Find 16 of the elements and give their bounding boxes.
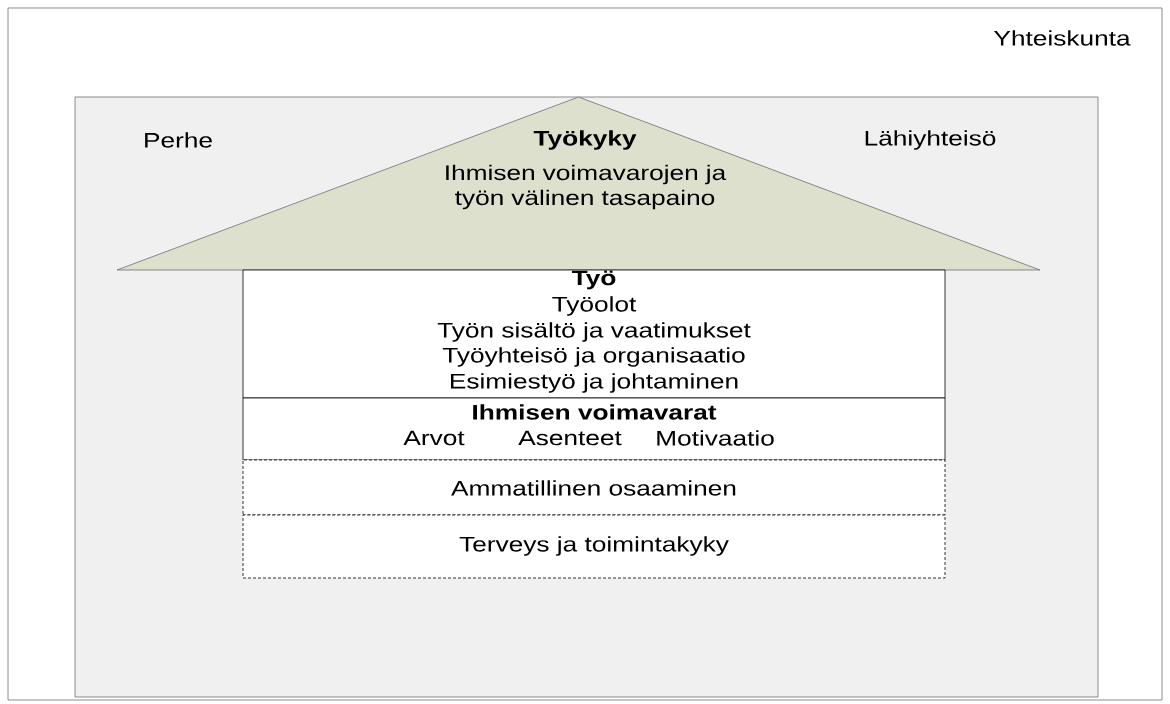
label-text: Arvot [403, 430, 465, 446]
label-text: Perhe [145, 132, 212, 148]
heading: Työkyky [533, 130, 637, 150]
heading: Työ [571, 270, 616, 290]
heading: Ihmisen voimavarat [473, 404, 717, 420]
label-text: Ammatillinen osaaminen [451, 480, 736, 496]
label-text: Työolot [552, 296, 637, 316]
label-text: Esimiestyö ja johtaminen [451, 373, 738, 393]
label-text: Ihmisen voimavarojen ja työn välinen tasapaino [446, 164, 727, 210]
label-text: Lähiyhteisö [865, 130, 996, 150]
label-text: Motivaatio [657, 430, 774, 446]
label-text: Työyhteisö ja organisaatio [442, 347, 745, 367]
label-text: Asenteet [518, 430, 622, 446]
label-text: Terveys ja toimintakyky [459, 536, 729, 556]
label-text: Yhteiskunta [994, 30, 1131, 46]
label-text: Työn sisältö ja vaatimukset [437, 322, 751, 342]
